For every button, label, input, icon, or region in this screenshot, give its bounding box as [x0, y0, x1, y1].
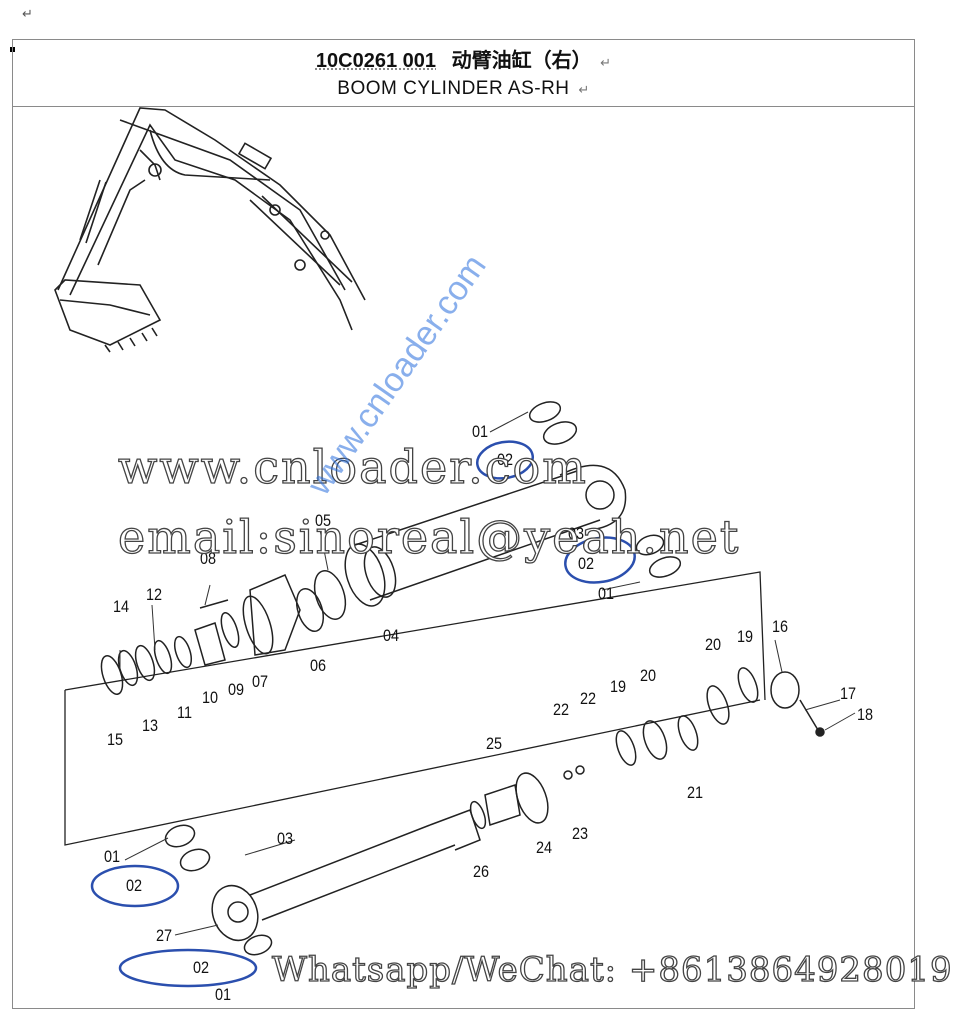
part-label-02: 02	[578, 554, 595, 573]
parts-table: 10C0261 001 动臂油缸（右） ↵ BOOM CYLINDER AS-R…	[12, 39, 915, 1009]
excavator-boom-illustration	[54, 107, 366, 353]
part-name-chinese: 动臂油缸（右）	[451, 50, 592, 72]
part-label-02: 02	[126, 876, 143, 895]
part-label-06: 06	[310, 656, 327, 675]
part-label-25: 25	[486, 734, 503, 753]
highlight-circle	[475, 440, 535, 480]
highlight-circle	[90, 864, 180, 908]
piston-head-parts	[100, 570, 347, 695]
part-label-22: 22	[580, 689, 597, 708]
title-english: BOOM CYLINDER AS-RH ↵	[13, 78, 914, 100]
exploded-parts-diagram	[54, 107, 856, 988]
leader-lines	[119, 411, 856, 936]
part-label-21: 21	[687, 783, 704, 802]
part-label-02: 02	[497, 450, 514, 469]
return-mark: ↵	[600, 55, 612, 70]
part-label-27: 27	[156, 926, 173, 945]
part-label-03: 03	[568, 524, 585, 543]
part-label-03: 03	[277, 829, 294, 848]
highlight-circle	[118, 948, 258, 988]
exploded-view-outline	[64, 571, 766, 846]
part-label-12: 12	[146, 585, 163, 604]
part-label-04: 04	[383, 626, 400, 645]
part-code: 10C0261 001	[315, 50, 437, 72]
part-label-23: 23	[572, 824, 589, 843]
highlight-circles	[90, 440, 636, 988]
part-label-20: 20	[705, 635, 722, 654]
rod-end-parts	[164, 667, 825, 956]
part-label-26: 26	[473, 862, 490, 881]
part-name-english: BOOM CYLINDER AS-RH	[337, 78, 570, 99]
part-label-01: 01	[104, 847, 121, 866]
part-label-17: 17	[840, 684, 857, 703]
part-label-11: 11	[177, 703, 193, 722]
highlight-circle	[564, 536, 636, 584]
return-mark: ↵	[578, 82, 590, 97]
paragraph-mark: ↵	[22, 6, 33, 21]
part-label-20: 20	[640, 666, 657, 685]
part-label-18: 18	[857, 705, 874, 724]
part-label-19: 19	[737, 627, 754, 646]
part-label-14: 14	[113, 597, 130, 616]
part-label-05: 05	[315, 511, 332, 530]
part-label-01: 01	[472, 422, 489, 441]
part-label-02: 02	[193, 958, 210, 977]
table-header: 10C0261 001 动臂油缸（右） ↵ BOOM CYLINDER AS-R…	[13, 40, 914, 107]
part-label-10: 10	[202, 688, 219, 707]
part-label-22: 22	[553, 700, 570, 719]
part-label-01: 01	[215, 985, 232, 1004]
title-chinese: 10C0261 001 动臂油缸（右） ↵	[13, 44, 914, 73]
part-label-01: 01	[598, 584, 615, 603]
part-label-13: 13	[142, 716, 159, 735]
part-label-07: 07	[252, 672, 269, 691]
part-label-09: 09	[228, 680, 245, 699]
part-label-16: 16	[772, 617, 789, 636]
part-label-08: 08	[200, 549, 217, 568]
part-label-15: 15	[107, 730, 124, 749]
watermark-contact: Whatsapp/WeChat: +8613864928019	[271, 949, 953, 990]
part-label-19: 19	[610, 677, 627, 696]
watermark-website: www.cnloader.com	[117, 439, 588, 494]
cylinder-tube	[344, 401, 682, 607]
watermark-email: email:sinoreal@yeah.net	[117, 509, 741, 564]
part-label-24: 24	[536, 838, 553, 857]
